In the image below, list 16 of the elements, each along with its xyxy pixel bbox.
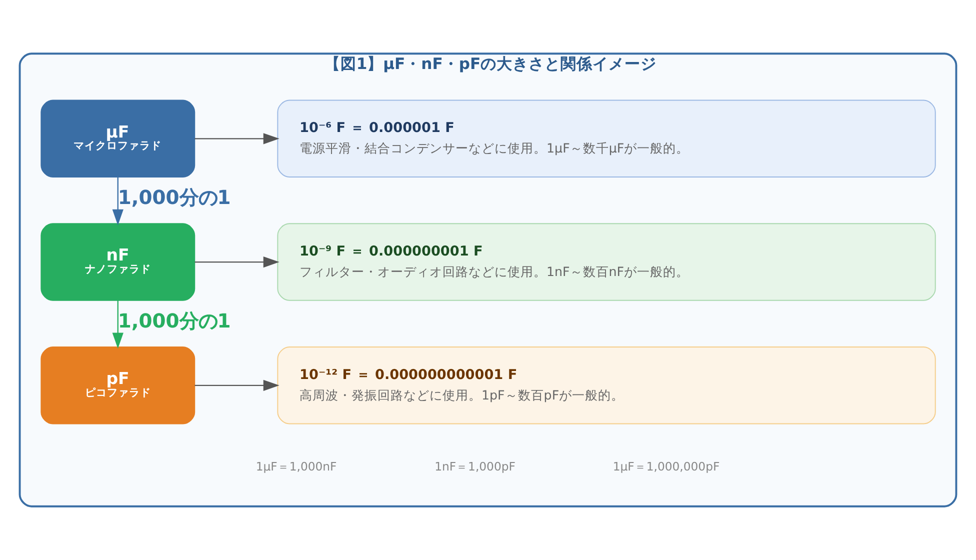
- arrow: [194, 380, 280, 391]
- arrow: [194, 133, 280, 144]
- node-box: pF ピコファラド: [40, 346, 196, 424]
- node-box: nF ナノファラド: [40, 223, 196, 301]
- arrow: [112, 300, 124, 349]
- arrow: [112, 177, 124, 226]
- label: 1nF＝1,000pF: [434, 459, 516, 474]
- label: 1µF＝1,000,000pF: [612, 459, 720, 474]
- node-box: µF マイクロファラド: [40, 100, 196, 178]
- edge-label: 1,000分の1: [118, 186, 231, 210]
- label: 1µF＝1,000nF: [256, 459, 337, 474]
- arrow: [194, 256, 280, 268]
- node-box: 10⁻⁹ F ＝ 0.000000001 F フィルター・オーディオ回路などに使用。1nF～数百nFが一般的。: [277, 223, 936, 301]
- node-box: 10⁻⁶ F ＝ 0.000001 F 電源平滑・結合コンデンサーなどに使用。1µF～数千µFが一般的。: [277, 100, 936, 178]
- edge-label: 1,000分の1: [118, 310, 231, 333]
- node-box: 10⁻¹² F ＝ 0.000000000001 F 高周波・発振回路などに使用。1pF～数百pFが一般的。: [277, 346, 936, 424]
